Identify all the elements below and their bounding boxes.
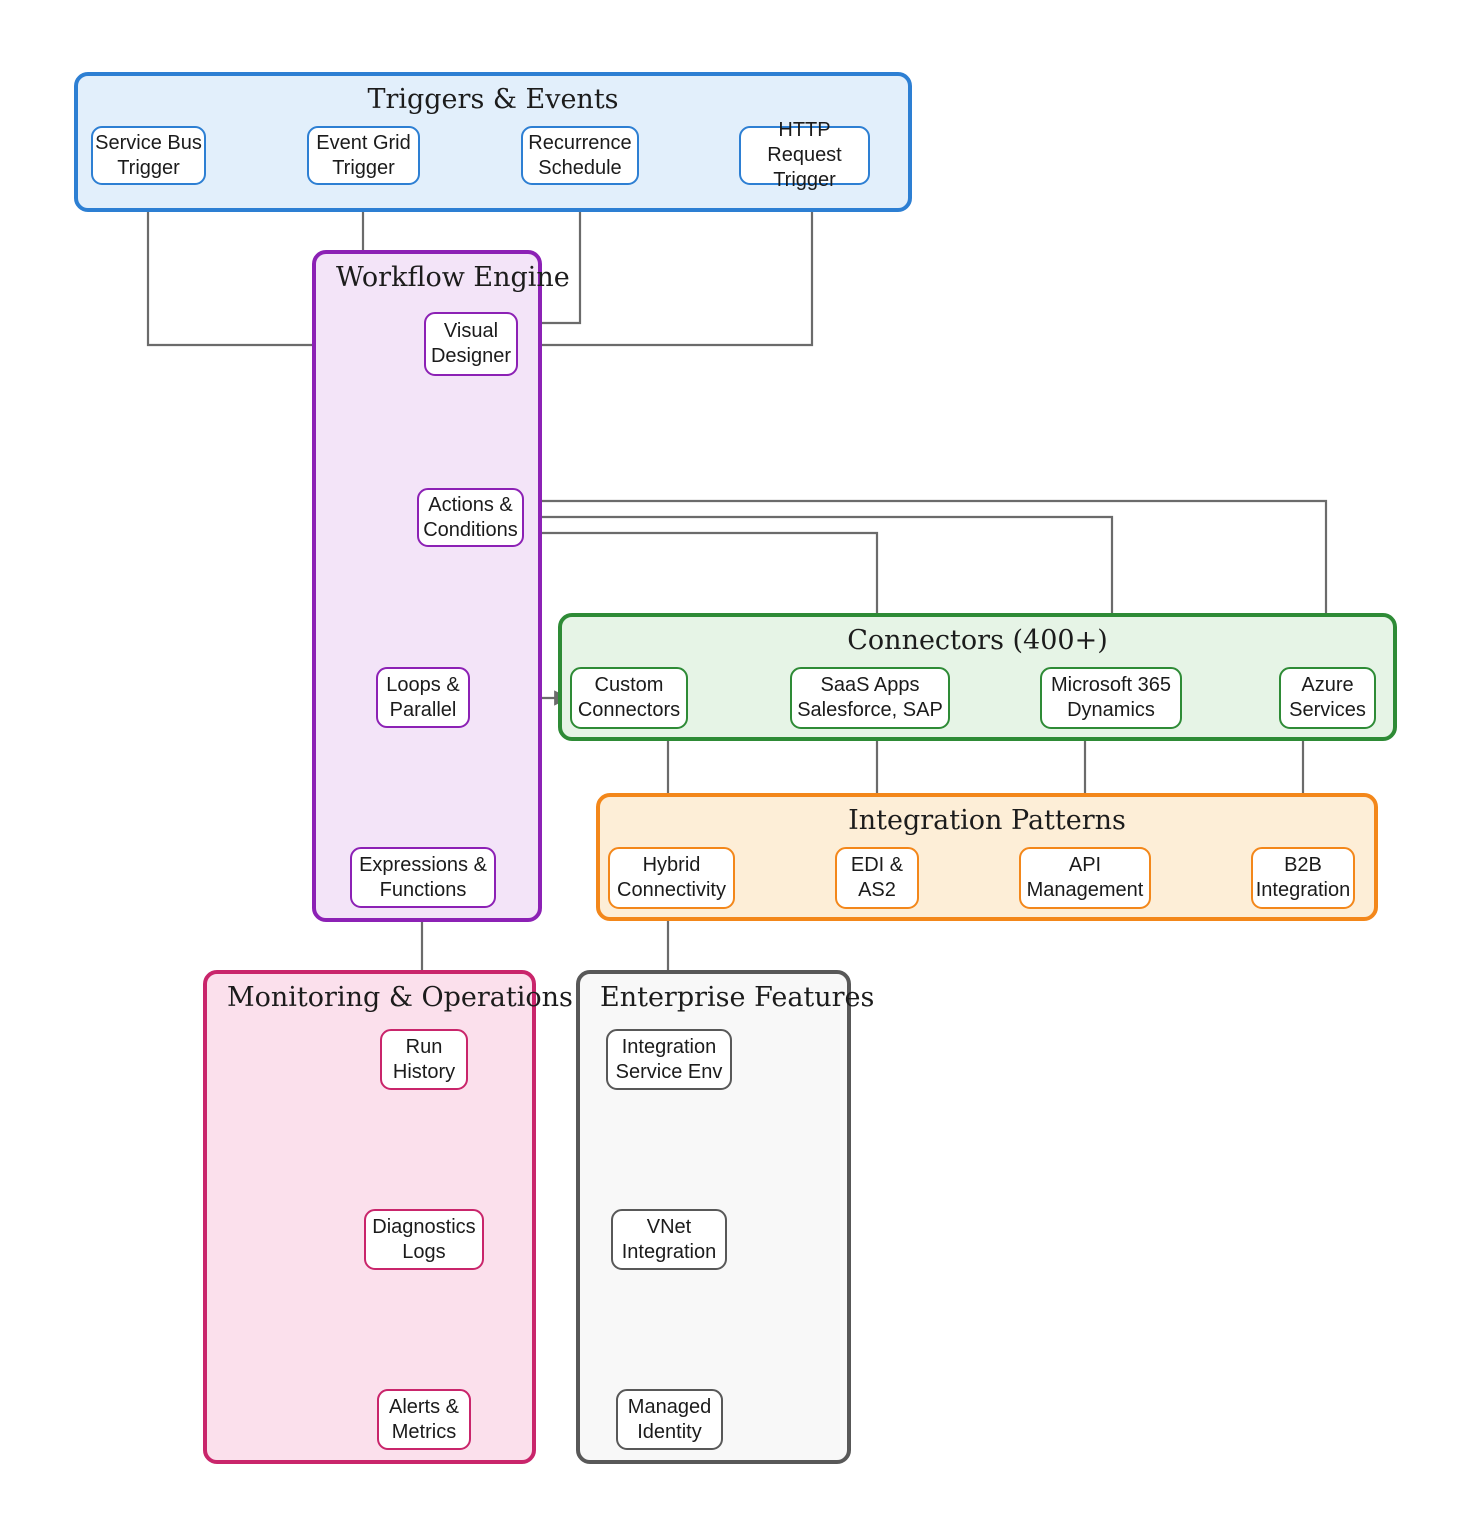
node-label-line: B2B	[1284, 854, 1322, 877]
node-label-line: Event Grid	[316, 131, 411, 154]
node-label-line: Parallel	[389, 698, 457, 721]
node-azure-services[interactable]: Azure Services	[1279, 667, 1376, 729]
cluster-title-monitoring-operations: Monitoring & Operations	[227, 982, 573, 1013]
node-label-line: VNet	[646, 1215, 692, 1238]
node-label-line: Service Bus	[95, 131, 202, 154]
node-label-line: HTTP Request	[767, 119, 842, 167]
node-label-line: EDI &	[850, 854, 904, 877]
node-label-line: Schedule	[538, 156, 622, 179]
node-label-line: Integration	[621, 1240, 717, 1263]
node-event-grid-trigger[interactable]: Event Grid Trigger	[307, 126, 420, 185]
node-label-line: SaaS Apps	[820, 674, 920, 697]
node-run-history[interactable]: Run History	[380, 1029, 468, 1090]
node-hybrid-connectivity[interactable]: Hybrid Connectivity	[608, 847, 735, 909]
node-label-line: Hybrid	[642, 854, 701, 877]
cluster-connectors: Connectors (400+)	[558, 613, 1397, 741]
node-label-line: Visual	[443, 320, 499, 343]
node-label-line: Loops &	[386, 673, 460, 696]
node-label-line: Functions	[379, 878, 467, 901]
node-label-line: Actions &	[428, 493, 513, 516]
node-label-line: Identity	[637, 1420, 702, 1443]
node-label-line: Logs	[402, 1240, 446, 1263]
node-label-line: Dynamics	[1067, 699, 1155, 721]
cluster-title-triggers-events: Triggers & Events	[367, 84, 619, 115]
node-label-line: Designer	[430, 345, 512, 367]
node-label-line: Management	[1026, 879, 1144, 901]
node-alerts-metrics[interactable]: Alerts & Metrics	[377, 1389, 471, 1450]
node-edi-as2[interactable]: EDI & AS2	[835, 847, 919, 909]
node-loops-parallel[interactable]: Loops & Parallel	[376, 667, 470, 728]
node-label-line: API	[1068, 854, 1102, 877]
node-microsoft-365[interactable]: Microsoft 365 Dynamics	[1040, 667, 1182, 729]
node-label-line: AS2	[858, 879, 896, 901]
cluster-title-enterprise-features: Enterprise Features	[600, 982, 875, 1013]
node-http-request-trigger[interactable]: HTTP Request Trigger	[739, 119, 870, 191]
node-label-line: Connectors	[577, 699, 681, 721]
node-saas-apps[interactable]: SaaS Apps Salesforce, SAP	[790, 667, 950, 729]
node-diagnostics-logs[interactable]: Diagnostics Logs	[364, 1209, 484, 1270]
node-label-line: Integration	[1255, 879, 1351, 901]
node-label-line: Service Env	[615, 1060, 723, 1083]
node-label-line: Metrics	[391, 1420, 457, 1443]
node-label-line: Conditions	[423, 518, 518, 541]
node-label-line: Managed	[627, 1395, 712, 1418]
node-label-line: Microsoft 365	[1050, 674, 1172, 697]
node-b2b-integration[interactable]: B2B Integration	[1251, 847, 1355, 909]
node-label-line: Expressions &	[359, 853, 487, 876]
node-label-line: Custom	[594, 674, 664, 697]
node-label-line: Salesforce, SAP	[797, 699, 943, 721]
node-vnet-integration[interactable]: VNet Integration	[611, 1209, 727, 1270]
cluster-title-connectors: Connectors (400+)	[847, 625, 1108, 656]
node-label-line: Services	[1289, 699, 1366, 721]
node-label-line: Azure	[1301, 674, 1354, 697]
node-label-line: Diagnostics	[372, 1215, 476, 1238]
cluster-title-workflow-engine: Workflow Engine	[336, 262, 570, 293]
node-integration-service-env[interactable]: Integration Service Env	[606, 1029, 732, 1090]
node-actions-conditions[interactable]: Actions & Conditions	[417, 488, 524, 547]
node-label-line: Recurrence	[528, 131, 632, 154]
node-api-management[interactable]: API Management	[1019, 847, 1151, 909]
node-visual-designer[interactable]: Visual Designer	[424, 312, 518, 376]
node-label-line: Trigger	[773, 168, 836, 191]
cluster-title-integration-patterns: Integration Patterns	[848, 805, 1126, 836]
node-label-line: Integration	[621, 1035, 717, 1058]
node-custom-connectors[interactable]: Custom Connectors	[570, 667, 688, 729]
node-service-bus-trigger[interactable]: Service Bus Trigger	[91, 126, 206, 185]
node-label-line: Run	[405, 1035, 443, 1058]
node-expressions-functions[interactable]: Expressions & Functions	[350, 847, 496, 908]
node-label-line: Alerts &	[388, 1395, 460, 1418]
node-managed-identity[interactable]: Managed Identity	[616, 1389, 723, 1450]
node-label-line: Connectivity	[617, 879, 726, 901]
node-label-line: Trigger	[332, 156, 395, 179]
node-label-line: History	[392, 1060, 456, 1083]
node-recurrence-schedule[interactable]: Recurrence Schedule	[521, 126, 639, 185]
node-label-line: Trigger	[117, 156, 180, 179]
